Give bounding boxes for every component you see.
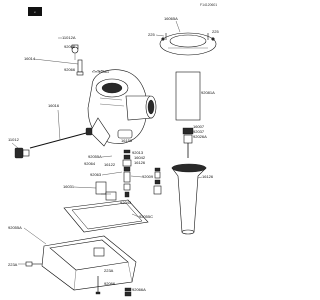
callout-223A-left: 223A bbox=[8, 262, 18, 267]
callout-16031: 16031 bbox=[63, 184, 75, 189]
vacuum-piston bbox=[171, 127, 207, 235]
float-valve-set bbox=[153, 167, 162, 195]
callout-11012: 11012 bbox=[8, 137, 20, 142]
pilot-jet bbox=[14, 147, 30, 159]
callout-225-left: 225 bbox=[148, 32, 155, 37]
callout-labels: 11012A 92066 16014 92066 92081 11012 160… bbox=[8, 16, 219, 292]
callout-223A-bottom: 223A bbox=[104, 268, 114, 273]
callout-92043: 92043 bbox=[120, 200, 132, 205]
callout-92066A: 92066A bbox=[132, 287, 146, 292]
callout-16042: 16042 bbox=[134, 155, 146, 160]
callout-92055A-bottom: 92055A bbox=[8, 225, 22, 230]
carburetor-body bbox=[87, 69, 157, 147]
callout-92066-a: 92066 bbox=[64, 44, 76, 49]
callout-16126-right: 16126 bbox=[202, 174, 214, 179]
callout-16126: 16126 bbox=[134, 160, 146, 165]
drain-screw bbox=[25, 261, 42, 267]
callout-92066-c: 92066 bbox=[104, 281, 116, 286]
callout-92013: 92013 bbox=[132, 150, 144, 155]
diagram-reference-code: F14120601 bbox=[200, 3, 217, 7]
throttle-stop-screw bbox=[71, 44, 79, 60]
float-bowl bbox=[41, 235, 137, 291]
callout-92055A-top: 92055A bbox=[88, 154, 102, 159]
callout-92009: 92009 bbox=[142, 174, 154, 179]
callout-92064: 92064 bbox=[84, 161, 96, 166]
bowl-gasket bbox=[63, 199, 149, 233]
slide-spring bbox=[175, 71, 201, 121]
callout-92063: 92063 bbox=[90, 172, 102, 177]
callout-16007: 16007 bbox=[193, 124, 205, 129]
bowl-screws bbox=[95, 276, 132, 297]
callout-11012A: 11012A bbox=[62, 35, 76, 40]
callout-92055C: 92055C bbox=[139, 214, 153, 219]
callout-16122: 16122 bbox=[104, 162, 116, 167]
jet-needle bbox=[29, 127, 93, 149]
callout-92066-b: 92066 bbox=[64, 67, 76, 72]
callout-16016: 16016 bbox=[48, 103, 60, 108]
callout-16158: 16158 bbox=[121, 138, 133, 143]
callout-92037: 92037 bbox=[193, 129, 205, 134]
callout-92081: 92081 bbox=[98, 69, 110, 74]
callout-92081A: 92081A bbox=[201, 90, 215, 95]
callout-225-right: 225 bbox=[212, 29, 219, 34]
small-spring bbox=[91, 69, 105, 73]
svg-text:K: K bbox=[34, 12, 36, 14]
callout-92026A: 92026A bbox=[193, 134, 207, 139]
callout-16014: 16014 bbox=[24, 56, 36, 61]
idle-screw bbox=[76, 59, 84, 76]
top-cover bbox=[159, 32, 217, 56]
jet-holder-group bbox=[122, 149, 132, 198]
cover-screws bbox=[165, 33, 209, 40]
float bbox=[95, 181, 117, 201]
kawasaki-emblem: K bbox=[28, 7, 42, 16]
callout-16065A: 16065A bbox=[164, 16, 178, 21]
exploded-parts-diagram: F14120601 K bbox=[8, 3, 219, 297]
